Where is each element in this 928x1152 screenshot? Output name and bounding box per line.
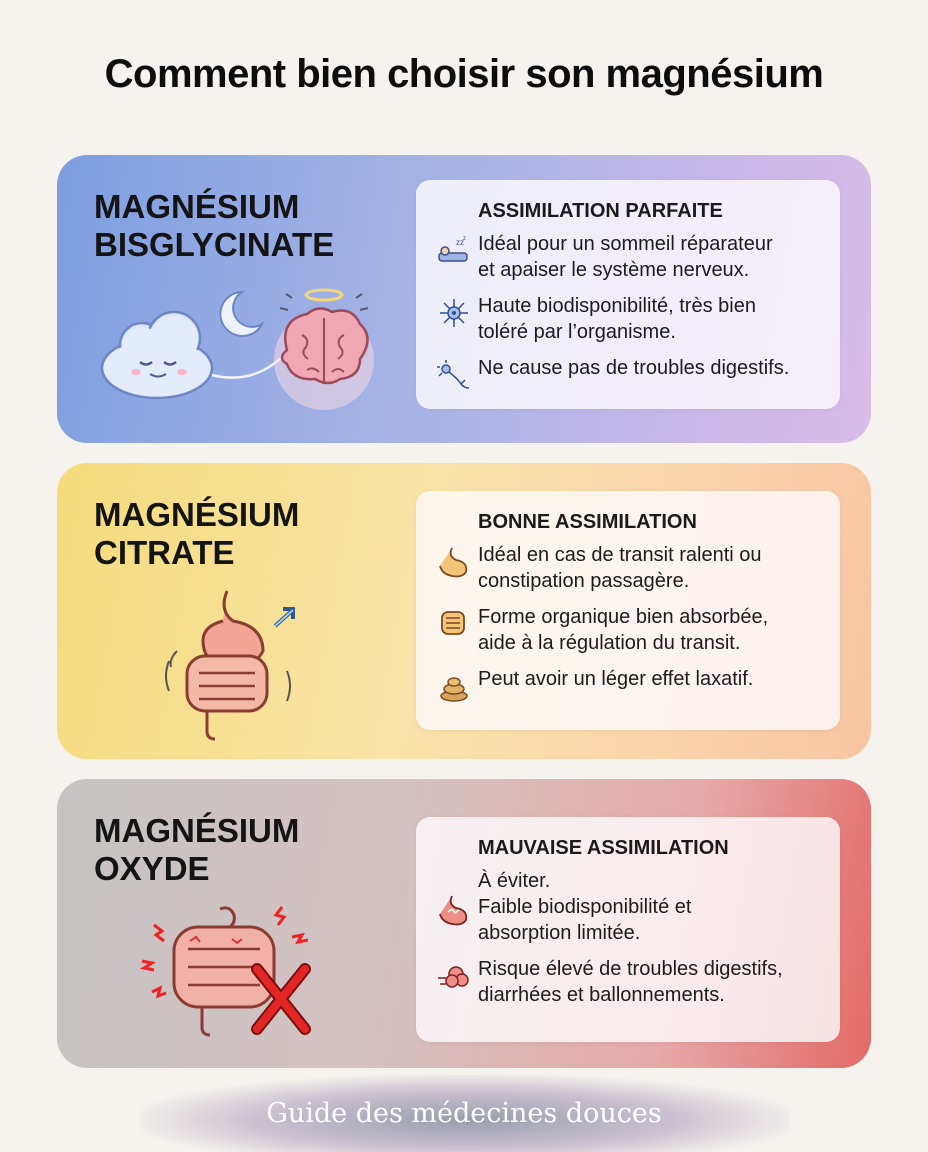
item-text: Ne cause pas de troubles digestifs.	[478, 357, 790, 379]
item-text: Forme organique bien absorbée,	[478, 606, 769, 628]
list-item: Ne cause pas de troubles digestifs.	[436, 355, 820, 393]
cloud-icon	[100, 310, 214, 400]
moon-icon	[219, 290, 265, 337]
card-title-line2: CITRATE	[94, 534, 235, 571]
cross-icon	[251, 963, 311, 1035]
page-title: Comment bien choisir son magnésium	[104, 52, 824, 96]
item-text: Peut avoir un léger effet laxatif.	[478, 668, 754, 690]
list-item: Forme organique bien absorbée, aide à la…	[436, 604, 820, 656]
list-item: À éviter. Faible biodisponibilité et abs…	[436, 868, 820, 946]
intestine-icon	[441, 611, 465, 635]
bloating-icon	[438, 966, 469, 988]
item-text: et apaiser le système nerveux.	[478, 259, 750, 281]
digestive-system-illustration	[165, 590, 295, 741]
neuron-icon	[440, 299, 468, 327]
nerve-cell-icon	[437, 360, 470, 389]
item-text: Faible biodisponibilité et	[478, 896, 692, 918]
info-box: BONNE ASSIMILATION Idéal en cas de trans…	[416, 491, 840, 730]
item-text: À éviter.	[478, 870, 551, 892]
sleeping-cloud-brain-illustration	[100, 288, 374, 410]
card-title-line2: OXYDE	[94, 850, 210, 887]
item-text: Idéal en cas de transit ralenti ou	[478, 544, 762, 566]
item-text: Risque élevé de troubles digestifs,	[478, 958, 783, 980]
svg-text:zz: zz	[456, 238, 464, 247]
item-text: Haute biodisponibilité, très bien	[478, 295, 756, 317]
info-box: MAUVAISE ASSIMILATION À éviter. Faible b…	[416, 817, 840, 1042]
card-title-line1: MAGNÉSIUM	[94, 188, 300, 225]
card-title-line2: BISGLYCINATE	[94, 226, 335, 263]
stomach-icon	[439, 547, 468, 578]
card-bisglycinate: MAGNÉSIUM BISGLYCINATE ASSIMI	[57, 155, 871, 443]
item-text: Idéal pour un sommeil réparateur	[478, 233, 773, 255]
card-citrate: MAGNÉSIUM CITRATE BONNE ASSIMILATION Idé…	[57, 463, 871, 759]
item-text: aide à la régulation du transit.	[478, 632, 741, 654]
list-item: Risque élevé de troubles digestifs, diar…	[436, 956, 820, 1008]
intestine-icon	[172, 906, 276, 1037]
list-item: Idéal en cas de transit ralenti ou const…	[436, 542, 820, 594]
card-oxyde: MAGNÉSIUM OXYDE MAUVAISE ASSIMILATION	[57, 779, 871, 1068]
footer-background	[140, 1075, 790, 1152]
card-title: MAGNÉSIUM OXYDE	[94, 812, 299, 888]
item-text: absorption limitée.	[478, 922, 641, 944]
footer-brand: Guide des médecines douces	[266, 1098, 662, 1129]
card-title: MAGNÉSIUM CITRATE	[94, 496, 299, 572]
info-heading: BONNE ASSIMILATION	[478, 511, 697, 533]
item-text: diarrhées et ballonnements.	[478, 984, 725, 1006]
pain-spark-icon	[140, 906, 309, 999]
card-title: MAGNÉSIUM BISGLYCINATE	[94, 188, 334, 264]
list-item: zz z Idéal pour un sommeil réparateur et…	[436, 231, 820, 283]
stomach-intestine-icon	[165, 590, 291, 741]
info-heading: MAUVAISE ASSIMILATION	[478, 837, 729, 859]
list-item: Peut avoir un léger effet laxatif.	[436, 666, 820, 704]
info-heading: ASSIMILATION PARFAITE	[478, 200, 723, 222]
info-box: ASSIMILATION PARFAITE zz z Idéal pour un…	[416, 180, 840, 409]
card-title-line1: MAGNÉSIUM	[94, 496, 300, 533]
irritated-stomach-icon	[439, 895, 468, 926]
list-item: Haute biodisponibilité, très bien toléré…	[436, 293, 820, 345]
card-title-line1: MAGNÉSIUM	[94, 812, 300, 849]
svg-text:z: z	[463, 236, 466, 242]
item-text: toléré par l’organisme.	[478, 321, 676, 343]
stool-icon	[440, 677, 468, 702]
irritated-intestine-illustration	[140, 906, 311, 1037]
sleeping-person-icon: zz z	[438, 236, 468, 262]
item-text: constipation passagère.	[478, 570, 690, 592]
brain-icon	[274, 288, 374, 410]
